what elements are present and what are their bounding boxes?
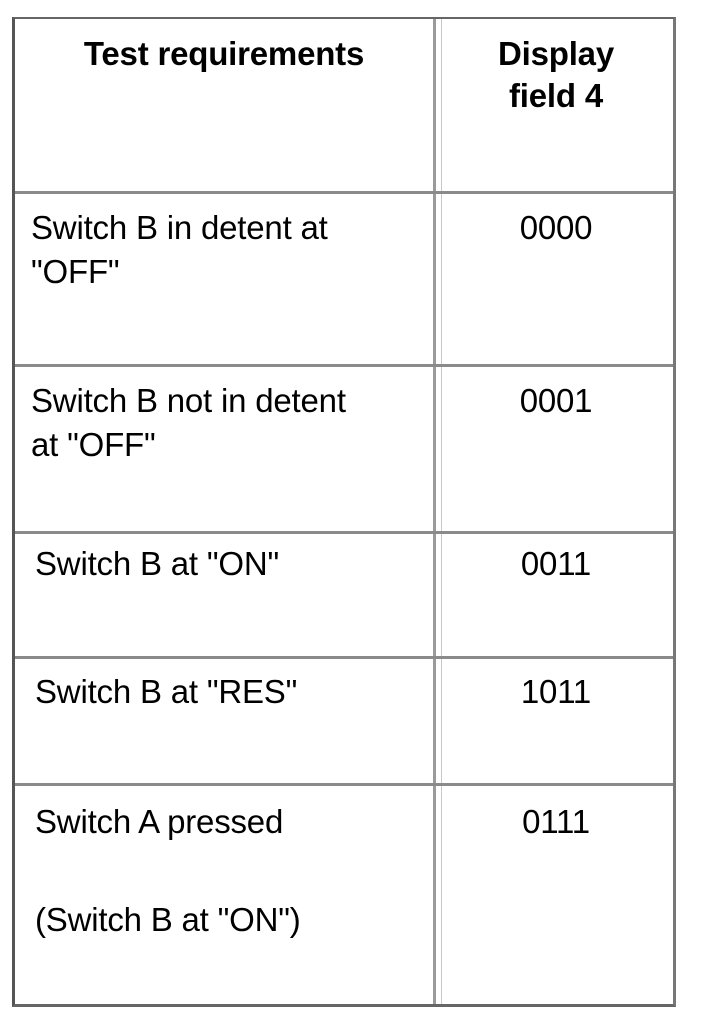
row2-requirement-line2: at "OFF"	[31, 426, 156, 463]
row5-requirement-line1: Switch A pressed	[35, 803, 284, 840]
header-display-field-line1: Display	[498, 35, 614, 72]
row2-display-value: 0001	[519, 382, 593, 419]
row-divider	[15, 531, 673, 534]
row4-requirement-line1: Switch B at "RES"	[35, 673, 298, 710]
header-test-requirements: Test requirements	[83, 35, 365, 72]
header-display-field-line2: field 4	[509, 77, 603, 114]
row4-display-value: 1011	[520, 673, 592, 710]
test-requirements-table: Test requirements Display field 4 Switch…	[12, 17, 676, 1007]
row1-display-value: 0000	[519, 209, 593, 246]
row1-requirement-line2: "OFF"	[31, 253, 120, 290]
row5-requirement-line2: (Switch B at "ON")	[35, 901, 301, 938]
row1-requirement-line1: Switch B in detent at	[31, 209, 328, 246]
row3-display-value: 0011	[520, 545, 592, 582]
row-divider	[15, 656, 673, 659]
row-divider	[15, 364, 673, 367]
row-divider	[15, 191, 673, 194]
column-divider-shadow	[441, 19, 442, 1004]
row2-requirement-line1: Switch B not in detent	[31, 382, 346, 419]
column-divider	[433, 19, 436, 1004]
row-divider	[15, 783, 673, 786]
row3-requirement-line1: Switch B at "ON"	[35, 545, 279, 582]
row5-display-value: 0111	[522, 803, 590, 840]
